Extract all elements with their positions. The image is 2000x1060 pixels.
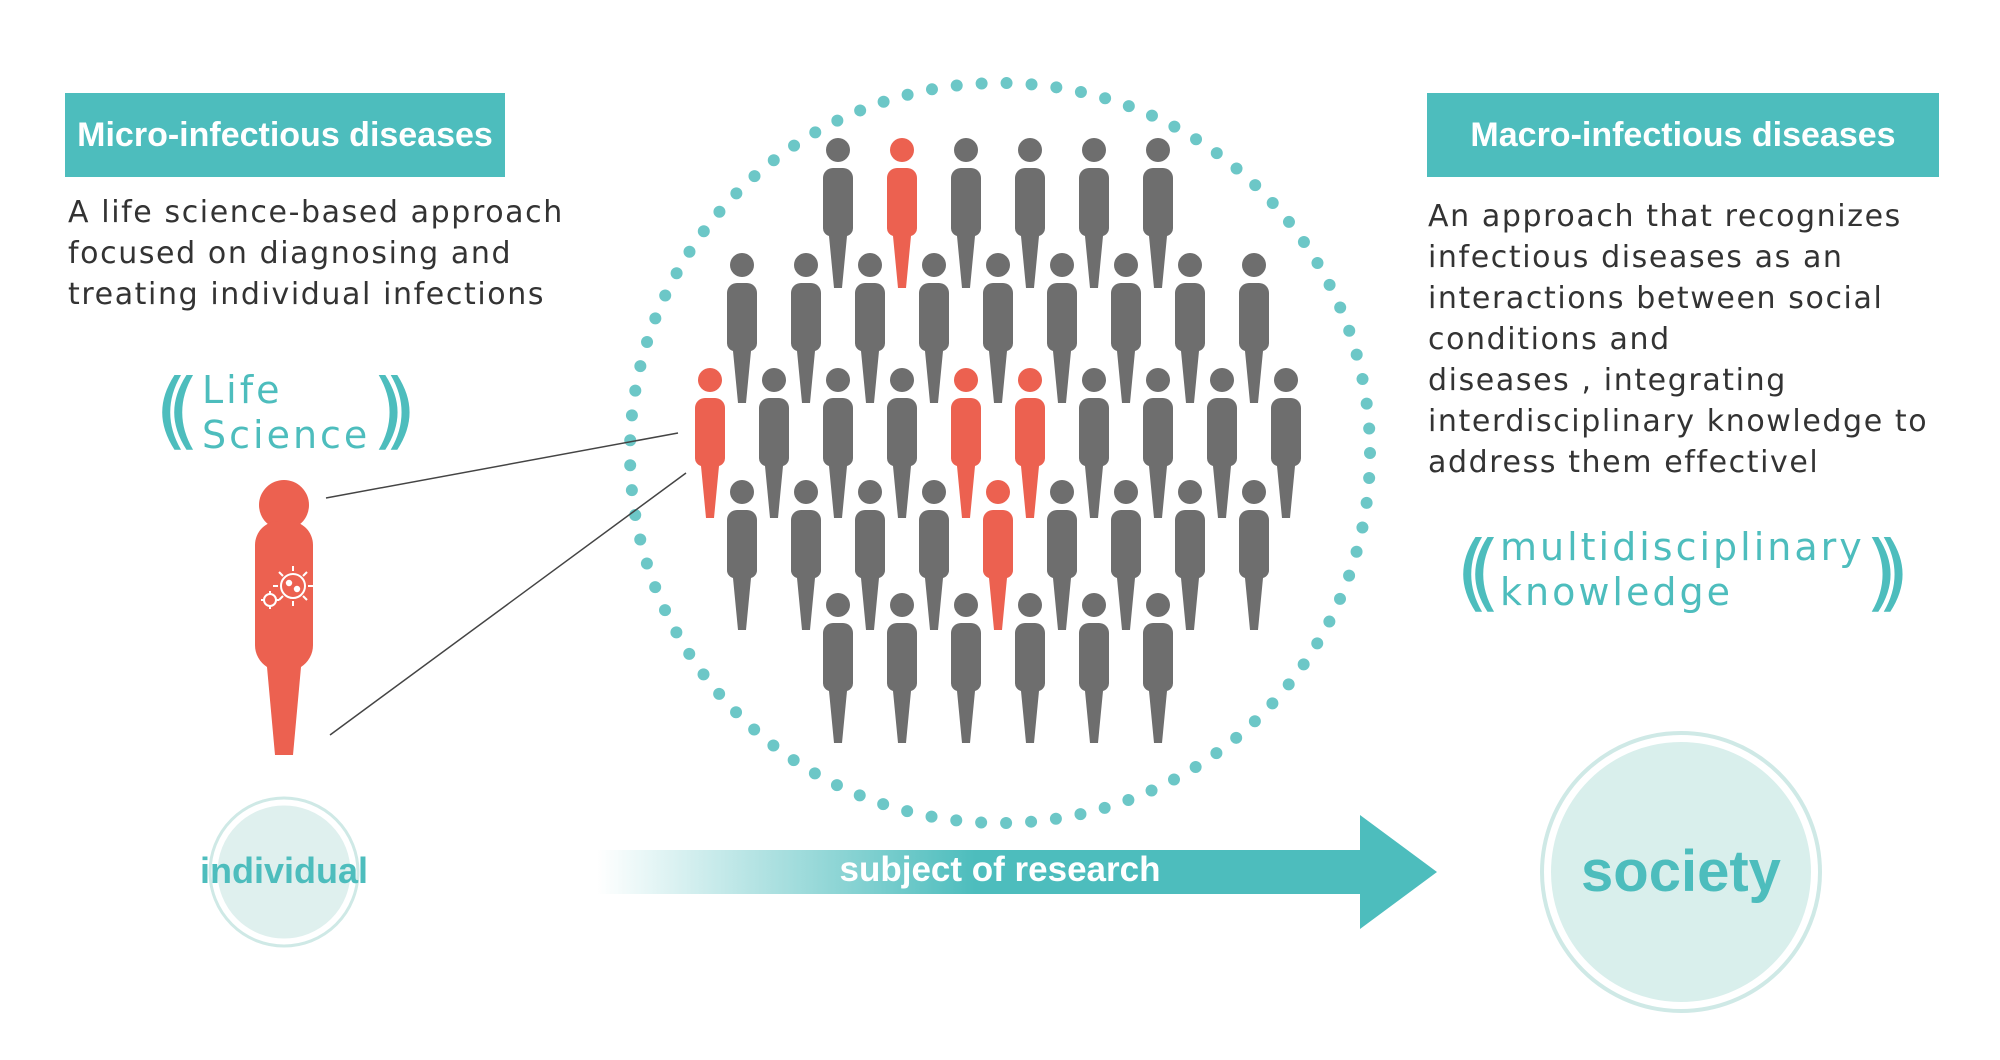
person-icon — [1046, 480, 1078, 630]
person-icon — [886, 368, 918, 518]
person-icon — [726, 480, 758, 630]
macro-description: An approach that recognizes infectious d… — [1428, 196, 1928, 483]
person-icon — [1174, 480, 1206, 630]
society-circle — [1547, 738, 1815, 1006]
society-label: society — [1581, 839, 1781, 904]
macro-description-line: conditions and — [1428, 322, 1671, 357]
connector-line-top — [325, 432, 679, 499]
multidisciplinary-keyword: multidisciplinary knowledge — [1500, 525, 1865, 615]
person-icon — [1110, 480, 1142, 630]
micro-description-line: treating individual infections — [68, 277, 546, 312]
person-icon — [1142, 593, 1174, 743]
left-double-bracket-icon: ( — [1456, 523, 1489, 621]
person-icon — [950, 593, 982, 743]
micro-description: A life science-based approach focused on… — [68, 192, 564, 315]
micro-description-line: focused on diagnosing and — [68, 236, 513, 271]
person-icon — [1206, 368, 1238, 518]
person-icon — [1078, 138, 1110, 288]
keyword-line: Science — [202, 413, 371, 457]
macro-description-line: interactions between social — [1428, 281, 1884, 316]
person-icon — [1078, 593, 1110, 743]
infected-person-icon — [950, 368, 982, 518]
macro-description-line: address them effectivel — [1428, 445, 1820, 480]
person-icon — [822, 368, 854, 518]
person-icon — [854, 253, 886, 403]
individual-circle — [214, 802, 354, 942]
person-icon — [790, 480, 822, 630]
person-icon — [918, 480, 950, 630]
person-icon — [1174, 253, 1206, 403]
person-icon — [918, 253, 950, 403]
person-icon — [822, 138, 854, 288]
person-icon — [1046, 253, 1078, 403]
person-icon — [1110, 253, 1142, 403]
individual-label: individual — [199, 850, 368, 891]
crowd-dotted-circle — [624, 77, 1376, 829]
infected-person-icon — [886, 138, 918, 288]
person-icon — [790, 253, 822, 403]
person-icon — [1014, 138, 1046, 288]
macro-description-line: infectious diseases as an — [1428, 240, 1844, 275]
person-icon — [1238, 253, 1270, 403]
individual-circle-ring — [208, 796, 360, 948]
right-double-bracket-icon-inner: ) — [1877, 523, 1910, 621]
connector-line-bottom — [329, 472, 687, 736]
infected-person-icon — [694, 368, 726, 518]
person-icon — [1078, 368, 1110, 518]
macro-description-line: interdisciplinary knowledge to — [1428, 404, 1929, 439]
person-icon — [1014, 593, 1046, 743]
infected-person-icon — [982, 480, 1014, 630]
person-icon — [1270, 368, 1302, 518]
crowd-of-people — [694, 138, 1302, 743]
person-icon — [1142, 368, 1174, 518]
macro-description-line: diseases , integrating — [1428, 363, 1787, 398]
infected-person-icon — [1014, 368, 1046, 518]
left-double-bracket-icon-inner: ( — [1468, 523, 1501, 621]
society-circle-ring — [1540, 731, 1822, 1013]
right-double-bracket-icon: ) — [372, 361, 405, 459]
infected-person-icon — [254, 480, 314, 755]
research-arrow — [597, 815, 1437, 929]
macro-infectious-title: Macro-infectious diseases — [1427, 93, 1939, 177]
person-icon — [822, 593, 854, 743]
person-icon — [982, 253, 1014, 403]
keyword-line: multidisciplinary — [1500, 525, 1865, 569]
keyword-line: Life — [202, 368, 283, 412]
person-icon — [854, 480, 886, 630]
person-icon — [758, 368, 790, 518]
person-icon — [1238, 480, 1270, 630]
micro-description-line: A life science-based approach — [68, 195, 564, 230]
left-double-bracket-icon: ( — [155, 361, 188, 459]
person-icon — [886, 593, 918, 743]
person-icon — [726, 253, 758, 403]
macro-description-line: An approach that recognizes — [1428, 199, 1902, 234]
keyword-line: knowledge — [1500, 570, 1733, 614]
virus-icon — [261, 566, 313, 609]
subject-of-research-label: subject of research — [839, 850, 1161, 889]
left-double-bracket-icon-inner: ( — [167, 361, 200, 459]
right-double-bracket-icon: ) — [1865, 523, 1898, 621]
life-science-keyword: Life Science — [202, 368, 370, 458]
micro-infectious-title: Micro-infectious diseases — [65, 93, 505, 177]
person-icon — [1142, 138, 1174, 288]
person-icon — [950, 138, 982, 288]
right-double-bracket-icon-inner: ) — [384, 361, 417, 459]
